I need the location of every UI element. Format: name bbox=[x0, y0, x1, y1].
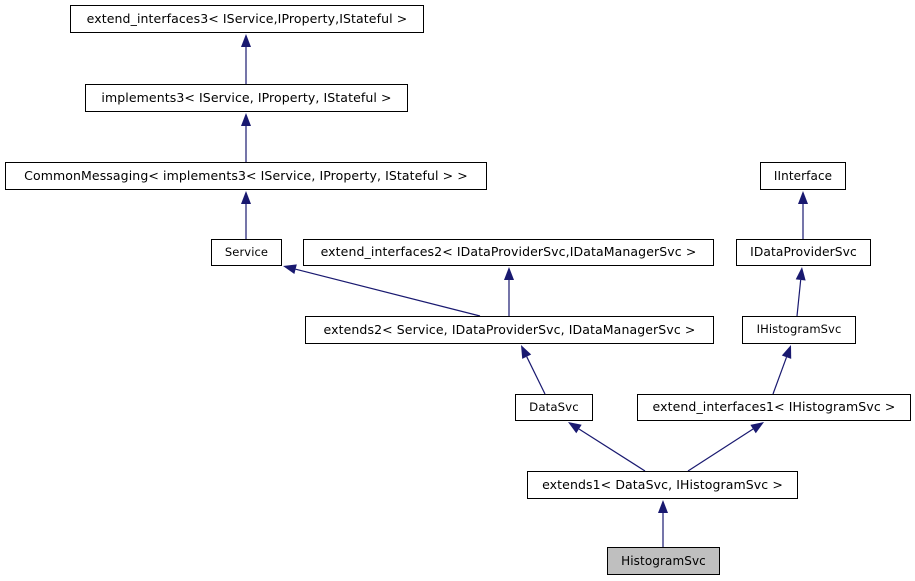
inheritance-edge-ihistogramsvc-to-idataprovidersvc bbox=[795, 267, 806, 317]
edge-line bbox=[796, 279, 802, 317]
inheritance-edge-extends1-to-extend_interfaces1 bbox=[687, 422, 764, 472]
class-node-extend_interfaces1[interactable]: extend_interfaces1< IHistogramSvc > bbox=[637, 394, 911, 421]
inheritance-edge-extends2-to-extend_interfaces2 bbox=[504, 267, 514, 316]
edge-arrowhead-icon bbox=[504, 267, 514, 280]
edge-line bbox=[295, 268, 481, 317]
edge-arrowhead-icon bbox=[241, 34, 251, 47]
edge-arrowhead-icon bbox=[241, 113, 251, 126]
inheritance-edge-idataprovidersvc-to-iinterface bbox=[798, 191, 808, 239]
edge-line bbox=[772, 356, 788, 395]
class-node-label: extend_interfaces1< IHistogramSvc > bbox=[652, 399, 896, 415]
inheritance-edge-implements3-to-extend_interfaces3 bbox=[241, 34, 251, 84]
inheritance-edge-extends1-to-datasvc bbox=[568, 422, 646, 472]
edge-line bbox=[526, 356, 546, 395]
class-node-histogramsvc[interactable]: HistogramSvc bbox=[607, 547, 720, 575]
edge-line bbox=[578, 428, 646, 472]
edge-arrowhead-icon bbox=[795, 267, 806, 281]
edge-arrowhead-icon bbox=[781, 345, 792, 359]
class-node-label: extends2< Service, IDataProviderSvc, IDa… bbox=[323, 321, 696, 337]
class-node-label: DataSvc bbox=[529, 399, 579, 414]
class-node-datasvc[interactable]: DataSvc bbox=[515, 394, 593, 421]
edge-arrowhead-icon bbox=[798, 191, 808, 204]
class-node-extends1[interactable]: extends1< DataSvc, IHistogramSvc > bbox=[527, 471, 798, 499]
class-node-label: extends1< DataSvc, IHistogramSvc > bbox=[542, 476, 783, 492]
inheritance-edge-service-to-common_messaging bbox=[241, 191, 251, 239]
class-node-iinterface[interactable]: IInterface bbox=[760, 162, 846, 190]
inheritance-edge-extends2-to-service bbox=[283, 264, 481, 317]
class-node-ihistogramsvc[interactable]: IHistogramSvc bbox=[742, 316, 856, 344]
class-node-idataprovidersvc[interactable]: IDataProviderSvc bbox=[736, 239, 871, 266]
class-node-label: extend_interfaces3< IService,IProperty,I… bbox=[86, 10, 408, 26]
class-node-extends2[interactable]: extends2< Service, IDataProviderSvc, IDa… bbox=[305, 316, 714, 344]
class-node-label: IHistogramSvc bbox=[756, 322, 842, 337]
inheritance-edge-histogramsvc-to-extends1 bbox=[658, 500, 668, 547]
class-node-label: IDataProviderSvc bbox=[750, 245, 857, 260]
edge-line bbox=[687, 428, 754, 472]
class-node-implements3[interactable]: implements3< IService, IProperty, IState… bbox=[85, 84, 408, 112]
edge-arrowhead-icon bbox=[241, 191, 251, 204]
class-node-extend_interfaces2[interactable]: extend_interfaces2< IDataProviderSvc,IDa… bbox=[303, 239, 714, 266]
edge-arrowhead-icon bbox=[658, 500, 668, 513]
class-node-common_messaging[interactable]: CommonMessaging< implements3< IService, … bbox=[5, 162, 487, 190]
inheritance-edge-common_messaging-to-implements3 bbox=[241, 113, 251, 162]
class-node-label: HistogramSvc bbox=[621, 554, 706, 568]
edge-arrowhead-icon bbox=[568, 422, 582, 434]
class-node-extend_interfaces3[interactable]: extend_interfaces3< IService,IProperty,I… bbox=[70, 5, 424, 33]
inheritance-edge-extend_interfaces1-to-ihistogramsvc bbox=[772, 345, 792, 395]
class-node-label: Service bbox=[224, 244, 269, 259]
class-node-label: implements3< IService, IProperty, IState… bbox=[101, 89, 392, 105]
class-node-service[interactable]: Service bbox=[211, 239, 282, 266]
edge-arrowhead-icon bbox=[283, 264, 297, 275]
inheritance-edge-datasvc-to-extends2 bbox=[521, 345, 546, 395]
class-node-label: IInterface bbox=[773, 169, 833, 183]
edge-arrowhead-icon bbox=[750, 422, 764, 434]
class-node-label: CommonMessaging< implements3< IService, … bbox=[24, 167, 468, 183]
edge-arrowhead-icon bbox=[521, 345, 532, 359]
class-node-label: extend_interfaces2< IDataProviderSvc,IDa… bbox=[320, 244, 697, 260]
